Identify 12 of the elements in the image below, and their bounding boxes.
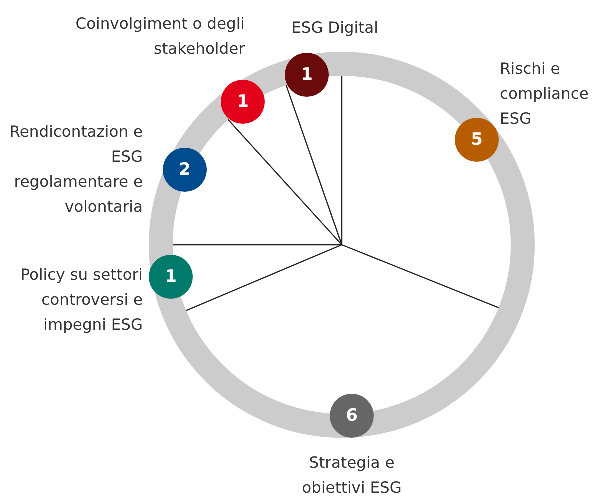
number-badge: 1 bbox=[149, 255, 193, 299]
category-label: Coinvolgiment o degli stakeholder bbox=[74, 14, 245, 60]
category-label: ESG Digital bbox=[290, 18, 380, 39]
number-badge: 2 bbox=[163, 148, 207, 192]
number-badge: 6 bbox=[330, 394, 374, 438]
number-badge: 1 bbox=[221, 80, 265, 124]
category-label: Strategia e obiettivi ESG bbox=[301, 453, 403, 496]
category-label: Rendicontazion e ESG regolamentare e volontaria bbox=[8, 122, 143, 218]
category-label: Policy su settori controversi e impegni ESG bbox=[20, 265, 143, 336]
category-label: Rischi e compliance ESG bbox=[500, 59, 590, 130]
number-badge: 1 bbox=[285, 53, 329, 97]
number-badge: 5 bbox=[455, 118, 499, 162]
